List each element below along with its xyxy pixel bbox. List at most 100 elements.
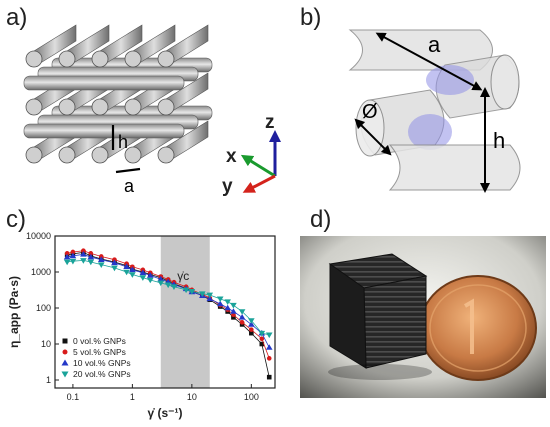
data-point	[69, 252, 77, 259]
cube-right-face	[363, 275, 427, 369]
data-point	[216, 300, 224, 307]
data-point	[87, 253, 95, 260]
data-series	[63, 248, 273, 380]
x-tick-label: 0.1	[67, 392, 80, 402]
y-tick-label: 1000	[31, 267, 51, 277]
data-point	[224, 304, 231, 311]
data-point	[170, 284, 178, 291]
coin-numeral	[464, 298, 474, 354]
h-dimension-label: h	[118, 132, 128, 152]
data-point	[123, 269, 130, 276]
data-point	[157, 280, 165, 287]
data-point	[230, 308, 237, 314]
data-point	[249, 330, 254, 336]
data-point	[69, 258, 77, 265]
data-point	[206, 295, 214, 302]
lattice-rod-end	[157, 146, 175, 164]
data-point	[157, 275, 165, 282]
y-tick-label: 1	[46, 375, 51, 385]
a-dimension-label: a	[124, 176, 135, 195]
lattice-rod-end	[25, 50, 43, 68]
lattice-rod-end	[157, 50, 175, 68]
legend-entry: 10 vol.% GNPs	[73, 358, 131, 368]
x-tick-label: 10	[187, 392, 197, 402]
data-point	[80, 258, 87, 264]
series-3	[63, 258, 273, 339]
data-point	[182, 287, 190, 294]
data-point	[248, 318, 255, 324]
data-point	[238, 309, 246, 315]
data-point	[123, 263, 130, 270]
z-axis-label: z	[265, 112, 275, 133]
lattice-layers	[23, 24, 213, 164]
coin-rim	[429, 284, 527, 372]
y-tick-label: 10000	[26, 231, 51, 241]
lattice-scaffold-diagram: h a	[23, 24, 213, 195]
data-point	[61, 359, 69, 366]
a-dimension-label: a	[428, 32, 441, 57]
data-point	[224, 299, 231, 305]
x-axis-arrow	[240, 154, 276, 178]
data-point	[146, 272, 154, 278]
lower-contact-area	[408, 114, 452, 150]
data-point	[259, 336, 265, 342]
data-point	[230, 302, 237, 309]
y-axis-arrow	[242, 174, 276, 193]
lattice-rod-end	[91, 98, 109, 116]
lattice-rod	[23, 75, 185, 91]
lattice-rod-end	[157, 98, 175, 116]
lattice-rod-end	[58, 98, 76, 116]
data-point	[164, 282, 172, 289]
cube-left-face	[329, 263, 367, 369]
data-point	[61, 371, 69, 378]
data-point	[266, 374, 272, 380]
cross-rod-end	[490, 54, 520, 110]
x-axis-label: x	[226, 146, 237, 167]
x-tick-label: 1	[130, 392, 135, 402]
data-point	[63, 253, 71, 260]
data-point	[70, 249, 76, 255]
data-point	[146, 277, 154, 284]
data-point	[111, 259, 118, 266]
lattice-rod-end	[124, 50, 142, 68]
data-point	[231, 315, 236, 320]
data-point	[111, 265, 118, 272]
panel-a-label: a)	[6, 4, 28, 31]
plot-frame	[54, 235, 276, 389]
lattice-rod-end	[58, 50, 76, 68]
lattice-rod-end	[91, 146, 109, 164]
data-point	[63, 259, 71, 266]
lattice-rod-end	[124, 146, 142, 164]
x-axis-title: γ̇ (s⁻¹)	[147, 406, 182, 420]
x-tick-label: 100	[244, 392, 259, 402]
h-dimension-label: h	[493, 128, 505, 153]
y-axis-title: η_app (Pa·s)	[7, 276, 21, 348]
y-tick-label: 10	[41, 339, 51, 349]
lattice-rod-end	[91, 50, 109, 68]
data-point	[199, 291, 206, 297]
data-point	[87, 259, 95, 266]
data-point	[139, 275, 147, 281]
data-point	[97, 256, 105, 262]
data-point	[259, 341, 265, 347]
lattice-rod-end	[25, 98, 43, 116]
data-point	[248, 321, 255, 327]
data-point	[129, 272, 136, 278]
critical-shear-rate-label: γ̇c	[177, 269, 189, 283]
data-point	[188, 289, 196, 295]
coordinate-axes: z x y	[222, 112, 281, 197]
a-dimension-arrow	[375, 32, 483, 91]
data-point	[64, 251, 70, 256]
lattice-rod-end	[58, 146, 76, 164]
data-point	[265, 332, 273, 339]
data-point	[238, 314, 246, 320]
data-point	[265, 344, 273, 350]
data-point	[80, 251, 87, 257]
data-point	[88, 251, 94, 256]
data-point	[81, 248, 86, 254]
data-point	[62, 338, 68, 344]
a-dimension-line	[115, 167, 141, 174]
